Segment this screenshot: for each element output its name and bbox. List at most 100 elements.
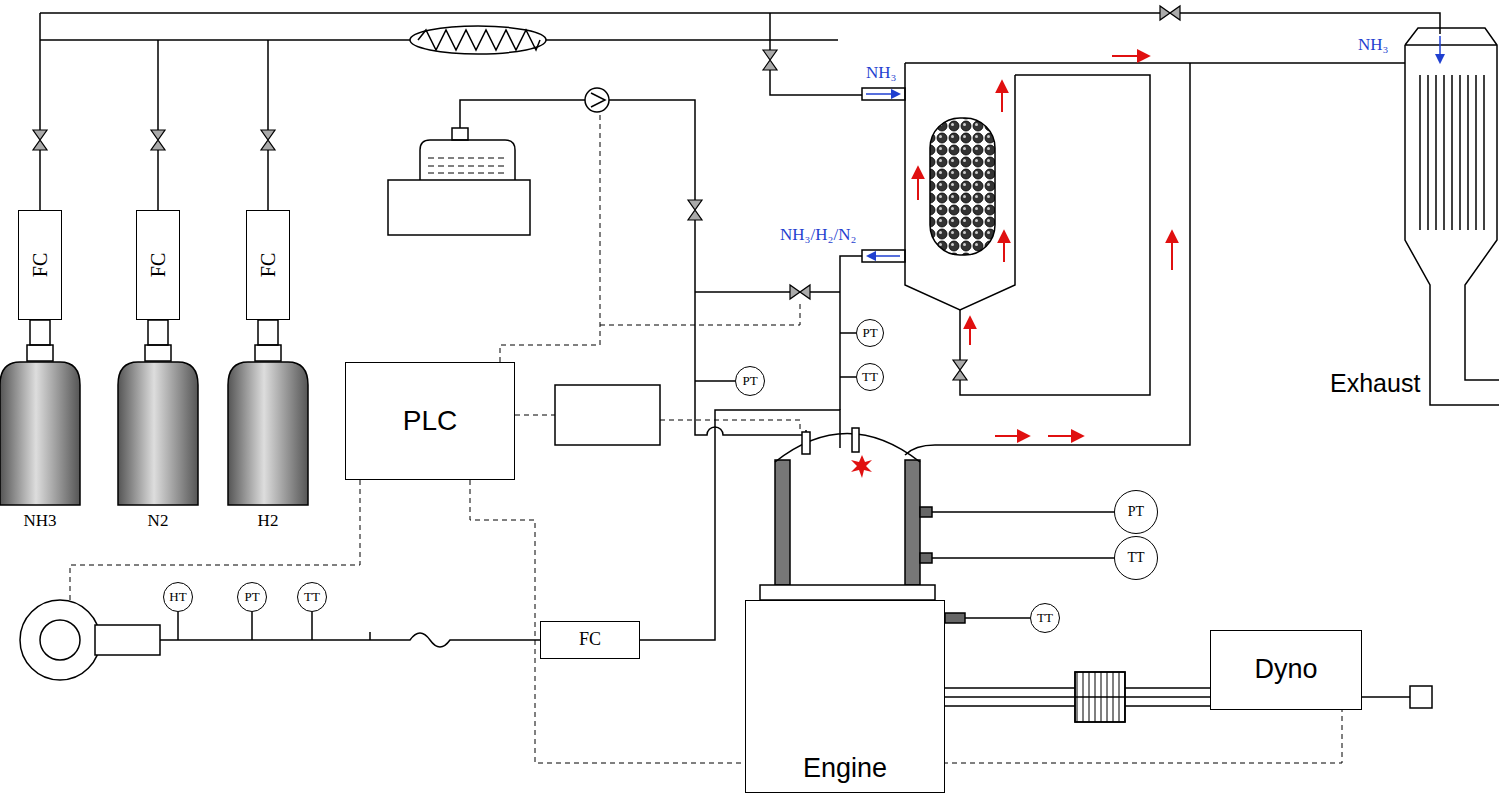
gas-lines [770, 13, 862, 95]
gas-cylinder [255, 345, 281, 361]
node-text: Dyno [1254, 655, 1317, 685]
reformer [862, 63, 1405, 395]
pressure-sensor: PT [1114, 490, 1158, 534]
node-text: FC [29, 253, 51, 277]
gas-cylinder [0, 362, 80, 505]
node-text: Engine [803, 754, 887, 784]
exhaust-line [905, 63, 1190, 455]
valve-symbol [790, 285, 810, 299]
pressure-sensor: PT [735, 366, 765, 396]
node-text: TT [1037, 611, 1053, 625]
flow-controller: FC [18, 210, 62, 320]
gas-lines [40, 13, 1440, 410]
fuel-tank [460, 100, 585, 128]
cylinder-label: NH3 [23, 512, 56, 531]
humidity-sensor: HT [163, 582, 193, 612]
reformer [862, 250, 905, 262]
engine-cylinder [920, 553, 932, 563]
heat-exchanger [1405, 28, 1499, 405]
controller-box [555, 385, 660, 445]
flow-controller: FC [136, 210, 180, 320]
valve-symbol [953, 360, 967, 380]
node-text: PLC [403, 406, 457, 437]
gas-cylinder [148, 320, 168, 345]
valve-symbol [1160, 6, 1180, 20]
reformer [868, 255, 900, 257]
engine-cylinder [760, 585, 935, 600]
heat-exchanger [1405, 28, 1499, 405]
node-text: TT [862, 370, 878, 384]
fuel-tank [428, 158, 507, 173]
engine-cylinder [802, 432, 810, 454]
temperature-sensor: TT [297, 582, 327, 612]
node-text: FC [579, 630, 601, 650]
pressure-sensor: PT [856, 319, 884, 347]
instrument-line [178, 333, 1114, 640]
drive-shaft [945, 613, 965, 623]
valve-symbol [688, 200, 702, 220]
gas-lines [40, 13, 1440, 34]
valve-symbol [33, 6, 1180, 380]
instrument-line [178, 333, 1114, 640]
fuel-tank [388, 180, 530, 235]
fuel-tank [388, 100, 585, 235]
flow-controller: FC [540, 621, 640, 659]
blower [160, 632, 540, 647]
drive-shaft [945, 613, 1432, 722]
node-text: PT [862, 326, 877, 340]
engine-cylinder [905, 460, 920, 585]
valve-symbol [151, 130, 165, 150]
heat-exchanger [1439, 36, 1441, 62]
flow-arrow [918, 56, 1172, 436]
gas-label: NH₃ [1358, 36, 1388, 55]
drive-shaft [1075, 672, 1125, 722]
gas-label: NH₃/H₂/N₂ [780, 226, 856, 245]
engine-cylinder [760, 428, 935, 600]
flow-arrow [1171, 232, 1173, 270]
reformer [930, 118, 995, 255]
heater-coil [410, 26, 546, 54]
flow-arrow [1003, 232, 1005, 262]
cylinder-label: N2 [148, 512, 169, 531]
gas-label: NH₃ [866, 64, 896, 83]
engine-cylinder [775, 434, 920, 463]
control-wire [70, 112, 800, 600]
flow-arrow [1001, 82, 1003, 112]
node-text: TT [304, 590, 320, 604]
drive-shaft [1410, 686, 1432, 708]
engine-box: Engine [745, 600, 945, 793]
node-text: PT [742, 374, 757, 388]
fuel-tank [420, 140, 515, 180]
dyno-box: Dyno [1210, 630, 1362, 710]
blower [20, 600, 540, 680]
reformer [905, 63, 1405, 310]
gas-cylinder [30, 320, 50, 345]
blower [20, 600, 100, 680]
node-text: FC [147, 253, 169, 277]
cylinder-label: H2 [258, 512, 279, 531]
node-text: FC [257, 253, 279, 277]
flow-arrow [1048, 435, 1082, 437]
node-text: HT [169, 590, 186, 604]
flow-arrow [969, 318, 971, 345]
blower [40, 620, 80, 660]
flow-arrow [995, 435, 1028, 437]
control-wire [70, 112, 800, 600]
heater-coil [410, 26, 546, 54]
temperature-sensor: TT [856, 363, 884, 391]
outlet-label: Exhaust [1330, 370, 1420, 398]
valve-symbol [261, 130, 275, 150]
heater-coil [418, 30, 540, 50]
node-text: PT [1128, 504, 1144, 519]
valve-symbol [763, 50, 777, 70]
fuel-tank [452, 128, 468, 140]
controller-box [555, 385, 660, 445]
flow-controller: FC [246, 210, 290, 320]
gas-cylinder [228, 362, 308, 505]
engine-cylinder [920, 507, 932, 517]
flow-arrow [1112, 55, 1148, 57]
valve-symbol [33, 130, 47, 150]
engine-cylinder [851, 455, 872, 478]
reformer [866, 93, 899, 95]
